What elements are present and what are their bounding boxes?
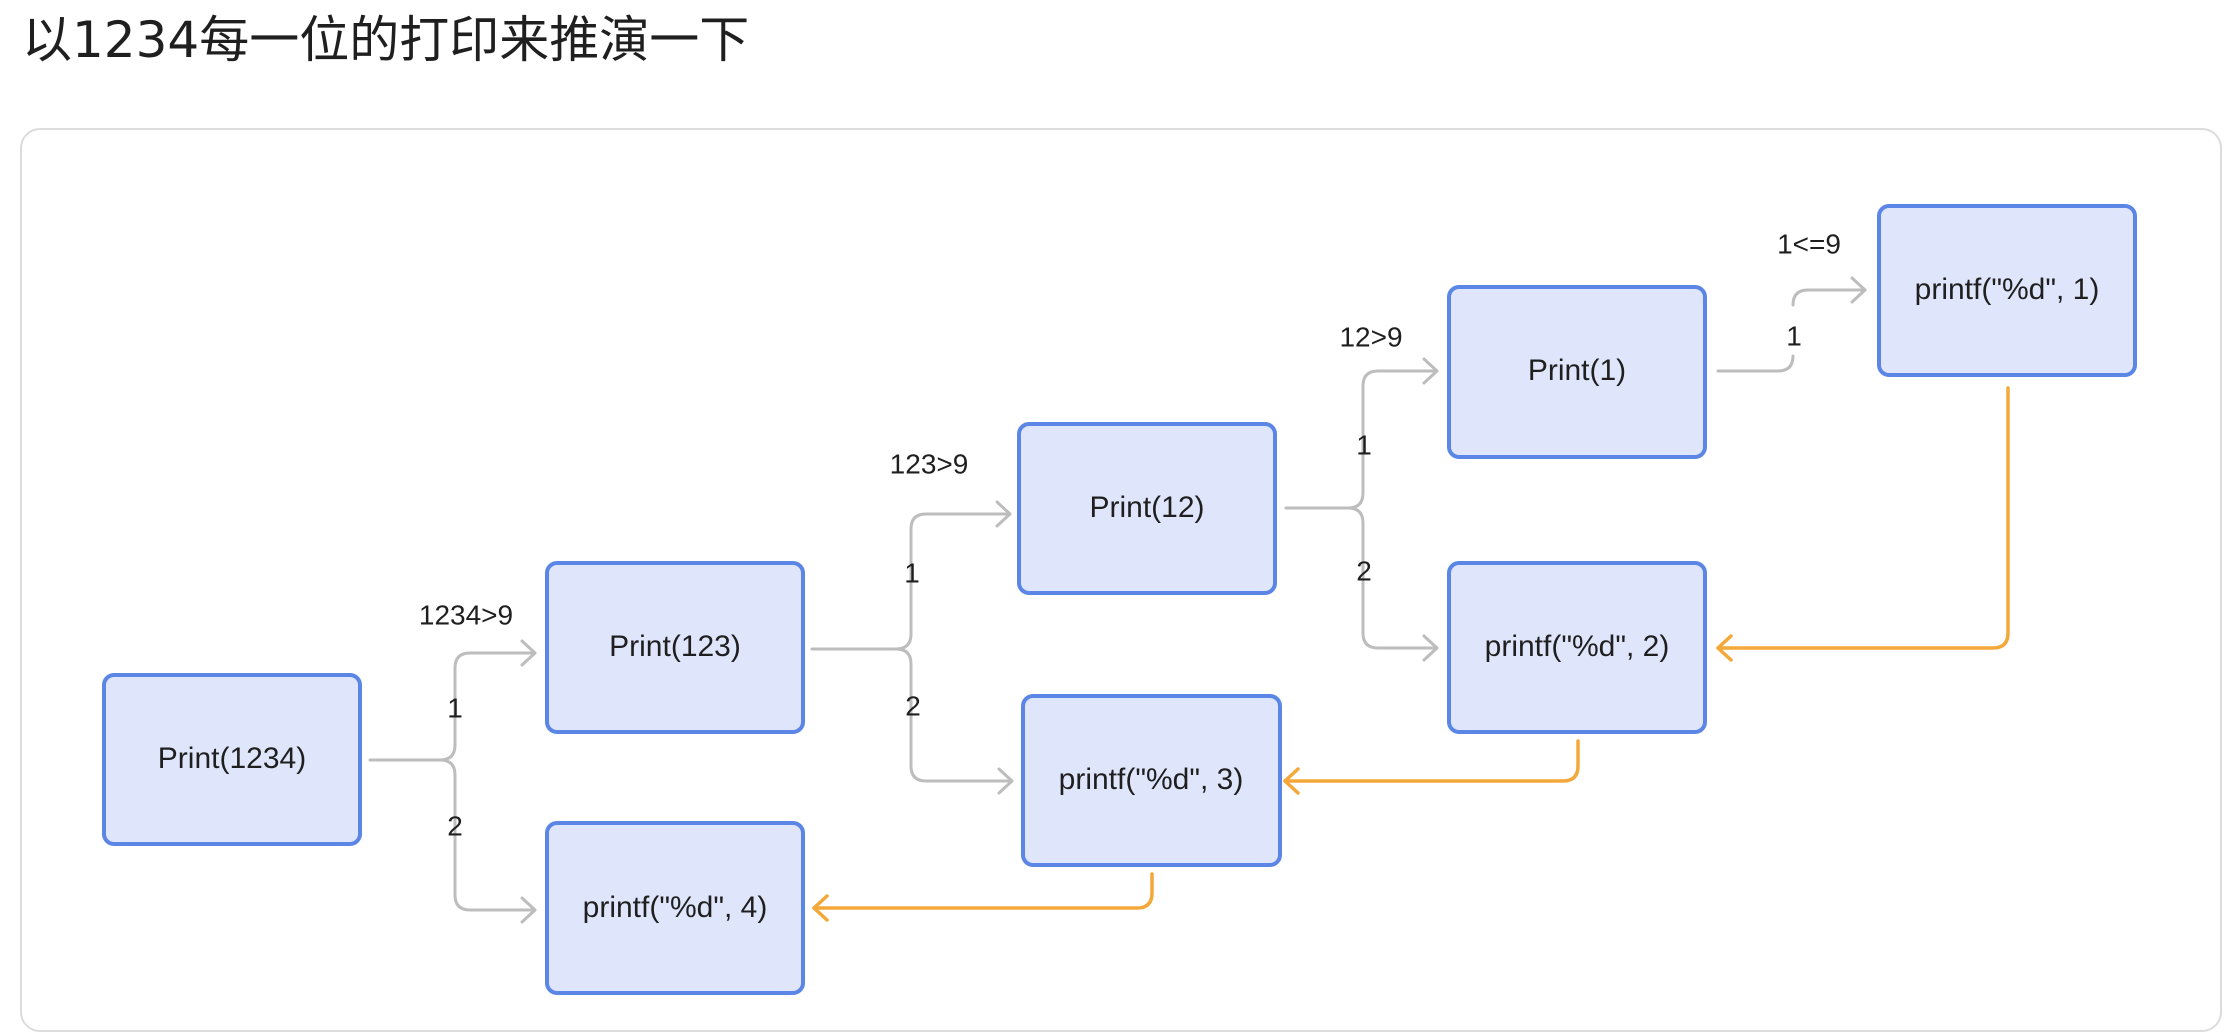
node-printf-3	[1021, 694, 1282, 867]
node-label-print-1: Print(1)	[1528, 354, 1626, 387]
branch-123-1: 1	[904, 557, 920, 588]
node-label-print-1234: Print(1234)	[158, 742, 306, 775]
connector-12	[1284, 369, 1439, 510]
branch-1234-1: 1	[447, 692, 463, 723]
node-label-print-12: Print(12)	[1089, 491, 1204, 524]
arrowhead-to-printf4	[520, 896, 537, 924]
return-arrowhead-printf3	[1283, 767, 1300, 795]
connector-123	[810, 512, 1012, 651]
page-title: 以1234每一位的打印来推演一下	[22, 11, 750, 69]
branch-12-2: 2	[1356, 555, 1372, 586]
connector-1234-branch-2	[438, 758, 537, 912]
recursion-diagram: Print(1234) Print(123) printf("%d", 4) P…	[102, 204, 2137, 995]
node-printf-1	[1877, 204, 2137, 377]
connector-1-branch-up	[1791, 288, 1867, 307]
return-printf3-to-printf4	[812, 872, 1154, 910]
condition-1: 1<=9	[1777, 228, 1841, 259]
node-label-printf-2: printf("%d", 2)	[1485, 630, 1670, 663]
branch-12-1: 1	[1356, 429, 1372, 460]
connector-1234	[368, 651, 537, 762]
arrowhead-to-printf1	[1850, 276, 1867, 304]
return-arrowhead-printf4	[812, 894, 829, 922]
node-label-print-123: Print(123)	[609, 630, 741, 663]
condition-1234: 1234>9	[419, 599, 513, 630]
connector-12-branch-2	[1346, 506, 1439, 650]
arrowhead-to-printf3	[997, 767, 1014, 795]
node-print-1	[1447, 285, 1707, 459]
arrowhead-to-print1	[1422, 357, 1439, 385]
branch-123-2: 2	[905, 690, 921, 721]
condition-123: 123>9	[890, 448, 969, 479]
branch-1-1: 1	[1786, 320, 1802, 351]
node-print-123	[545, 561, 805, 734]
return-printf1-to-printf2	[1716, 386, 2010, 650]
arrowhead-to-print123	[520, 639, 537, 667]
arrowhead-to-printf2	[1422, 634, 1439, 662]
connector-123-branch-2	[894, 647, 1014, 783]
node-print-12	[1017, 422, 1277, 595]
node-label-printf-4: printf("%d", 4)	[583, 891, 768, 924]
node-label-printf-3: printf("%d", 3)	[1059, 763, 1244, 796]
node-label-printf-1: printf("%d", 1)	[1915, 273, 2100, 306]
arrowhead-to-print12	[995, 500, 1012, 528]
node-print-1234	[102, 673, 362, 846]
condition-12: 12>9	[1339, 321, 1402, 352]
return-arrowhead-printf2	[1716, 634, 1733, 662]
node-printf-4	[545, 821, 805, 995]
branch-1234-2: 2	[447, 810, 463, 841]
connector-1	[1716, 354, 1795, 373]
return-printf2-to-printf3	[1283, 739, 1580, 783]
node-printf-2	[1447, 561, 1707, 734]
